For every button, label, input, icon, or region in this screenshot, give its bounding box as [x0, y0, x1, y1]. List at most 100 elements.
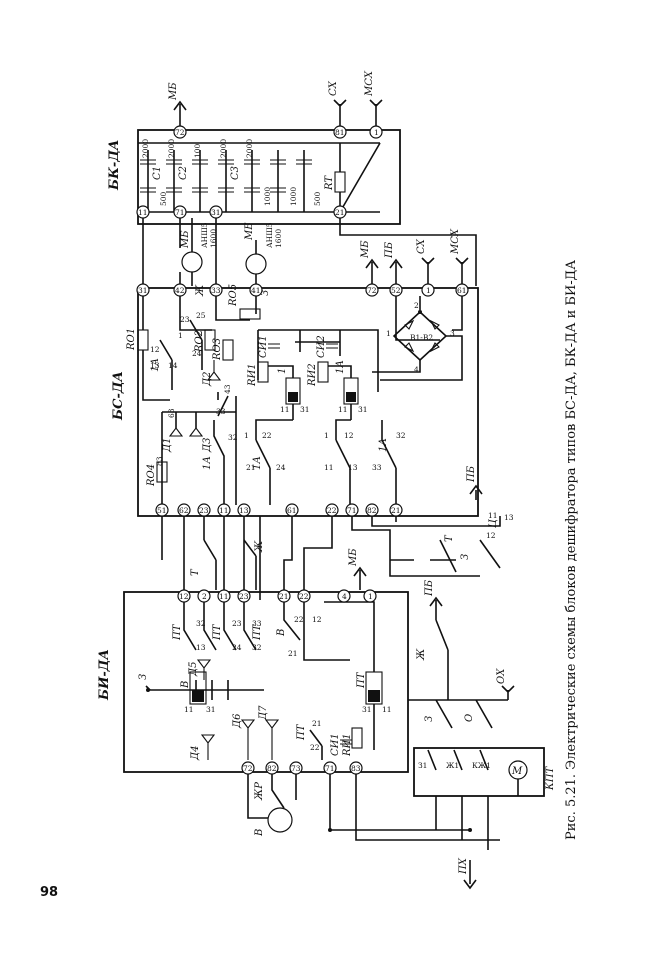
- page-number: 98: [40, 885, 58, 900]
- pb-right-label: ПБ: [466, 465, 477, 483]
- pt-relay-label: ПТ: [356, 671, 367, 689]
- pin-bi-73: 73: [291, 764, 301, 773]
- c-value-2000-c: 2000: [219, 139, 228, 158]
- onea-label-1: 1А: [150, 358, 161, 372]
- pin-bi-1: 1: [368, 592, 373, 601]
- figure-caption: Рис. 5.21. Электрические схемы блоков де…: [564, 260, 579, 840]
- bk-da-circuit: С1 С2 С3 2000 2000 100 2000 2000 500 100…: [138, 139, 381, 213]
- pin-bi-11: 11: [219, 592, 229, 601]
- ro2-label: RО2: [194, 330, 205, 353]
- block-bi-da: БИ-ДА: [97, 591, 409, 773]
- c1-label: С1: [152, 166, 163, 180]
- block-bs-da: БС-ДА: [111, 287, 479, 517]
- pin-bi-2: 2: [202, 592, 207, 601]
- bi-da-pins: 12 2 11 23 21 22 4 1 72 82 73 71 83: [177, 589, 377, 775]
- n24-bi: 24: [232, 643, 242, 652]
- pin-bs-82: 82: [367, 506, 377, 515]
- pt-label-2: ПТ: [212, 623, 223, 641]
- bk-da-pins: 11 71 31 21 72 81 1: [136, 125, 383, 219]
- msx-top-label: МСХ: [364, 70, 375, 97]
- pin-bi-4: 4: [342, 592, 347, 601]
- pin-bs-62: 62: [179, 506, 189, 515]
- mb-top-label: МБ: [168, 82, 179, 101]
- pin-bk-71: 71: [175, 208, 185, 217]
- onea-label-4: 1А: [202, 456, 213, 470]
- pin-bs-52: 52: [391, 286, 401, 295]
- bk-bs-links: МБ АНШ5 1600 МБ АНШ5 1600 Ж З: [142, 218, 477, 297]
- pin-bk-1: 1: [374, 128, 379, 137]
- lamp-mb-1: [181, 251, 203, 273]
- pin-bi-22: 22: [299, 592, 309, 601]
- c-value-2000-b: 2000: [167, 139, 176, 158]
- n32-c: 32: [396, 431, 406, 440]
- pin-bi-21: 21: [279, 592, 289, 601]
- bs-da-circuit: RО1 RО2 RО3 RО5 12 13 14 23 25 1 24 1А С…: [126, 284, 463, 505]
- ro5-label: RО5: [228, 284, 239, 307]
- n11-c: 11: [324, 463, 334, 472]
- pin-bs-23: 23: [199, 506, 209, 515]
- d7-label: Д7: [258, 705, 269, 721]
- pin-bk-11: 11: [138, 208, 148, 217]
- n21-b: 21: [246, 463, 256, 472]
- zh1-label: Ж1: [446, 761, 459, 770]
- lamp-v: [267, 807, 293, 833]
- bs-bi-links: Т Ж ПБ Т З Ц 11 13 12 МБ: [161, 465, 514, 600]
- kzh1-label: КЖ1: [472, 761, 491, 770]
- bridge-n2: 2: [414, 301, 419, 310]
- n12-c: 12: [344, 431, 354, 440]
- n11-relay2: 11: [338, 405, 348, 414]
- n12-a: 12: [150, 345, 160, 354]
- top-terminals: МБ СХ МСХ: [168, 70, 383, 126]
- ts-right-label: Ц: [488, 518, 499, 528]
- sx-mid-label: СХ: [416, 238, 427, 254]
- pin-bs-21: 21: [391, 506, 401, 515]
- n11-right: 11: [488, 511, 498, 520]
- n22-bi: 22: [294, 615, 304, 624]
- d1-label: Д1: [162, 438, 173, 454]
- n25-a: 25: [196, 311, 206, 320]
- zh-contact-label: Ж: [254, 540, 265, 553]
- relay-1-label: 1: [277, 368, 288, 374]
- c-value-500-a: 500: [159, 191, 168, 206]
- pin-bk-81: 81: [335, 128, 345, 137]
- onea-label-2: 1А: [252, 456, 263, 470]
- c3-label: С3: [230, 166, 241, 180]
- pt-label-4: ПТ: [296, 723, 307, 741]
- n31-relay2: 31: [358, 405, 368, 414]
- pin-bs-61b: 61: [287, 506, 297, 515]
- pin-bk-72: 72: [175, 128, 185, 137]
- ro3-label: RО3: [212, 338, 223, 361]
- n23-a: 23: [180, 315, 190, 324]
- n31-relay-pt: 31: [362, 705, 372, 714]
- n32-bi: 32: [196, 619, 206, 628]
- z-bottom-label: З: [424, 716, 435, 722]
- n21-bi: 21: [288, 649, 298, 658]
- z1-label: З1: [418, 761, 427, 770]
- pin-bs-41: 41: [251, 286, 261, 295]
- pt-label-3: ПТ: [252, 623, 263, 641]
- pin-bs-71: 71: [347, 506, 357, 515]
- ro1-label: RО1: [126, 328, 137, 351]
- v-relay-label: В: [180, 681, 191, 689]
- n1-b: 1: [244, 431, 249, 440]
- z-lamp-label: З: [260, 290, 271, 296]
- pin-bs-42: 42: [175, 286, 185, 295]
- pin-bi-23: 23: [239, 592, 249, 601]
- pin-bs-31: 31: [138, 286, 148, 295]
- block-label-bk: БК-ДА: [107, 140, 122, 191]
- pin-bk-21: 21: [335, 208, 345, 217]
- n11-relay-v: 11: [184, 705, 194, 714]
- bottom-wiring: В ЖР ПБ Ж З О ОХ З1 Ж1 КЖ1 М ПХ: [247, 579, 528, 890]
- n1-c: 1: [324, 431, 329, 440]
- v-contact-label: В: [276, 629, 287, 637]
- pb-bottom-label: ПБ: [424, 579, 435, 597]
- block-label-bs: БС-ДА: [111, 371, 126, 421]
- v1600-lamp2: 1600: [274, 229, 283, 248]
- n12-bi: 12: [312, 615, 322, 624]
- bs-da-pins: 31 42 33 41 72 52 1 61 51 62 23 11 13 61…: [136, 283, 469, 517]
- z-right-label: З: [460, 554, 471, 560]
- bridge-n4: 4: [414, 365, 419, 374]
- px-label: ПХ: [458, 857, 469, 875]
- n23-bi: 23: [232, 619, 242, 628]
- pin-bs-33: 33: [211, 286, 221, 295]
